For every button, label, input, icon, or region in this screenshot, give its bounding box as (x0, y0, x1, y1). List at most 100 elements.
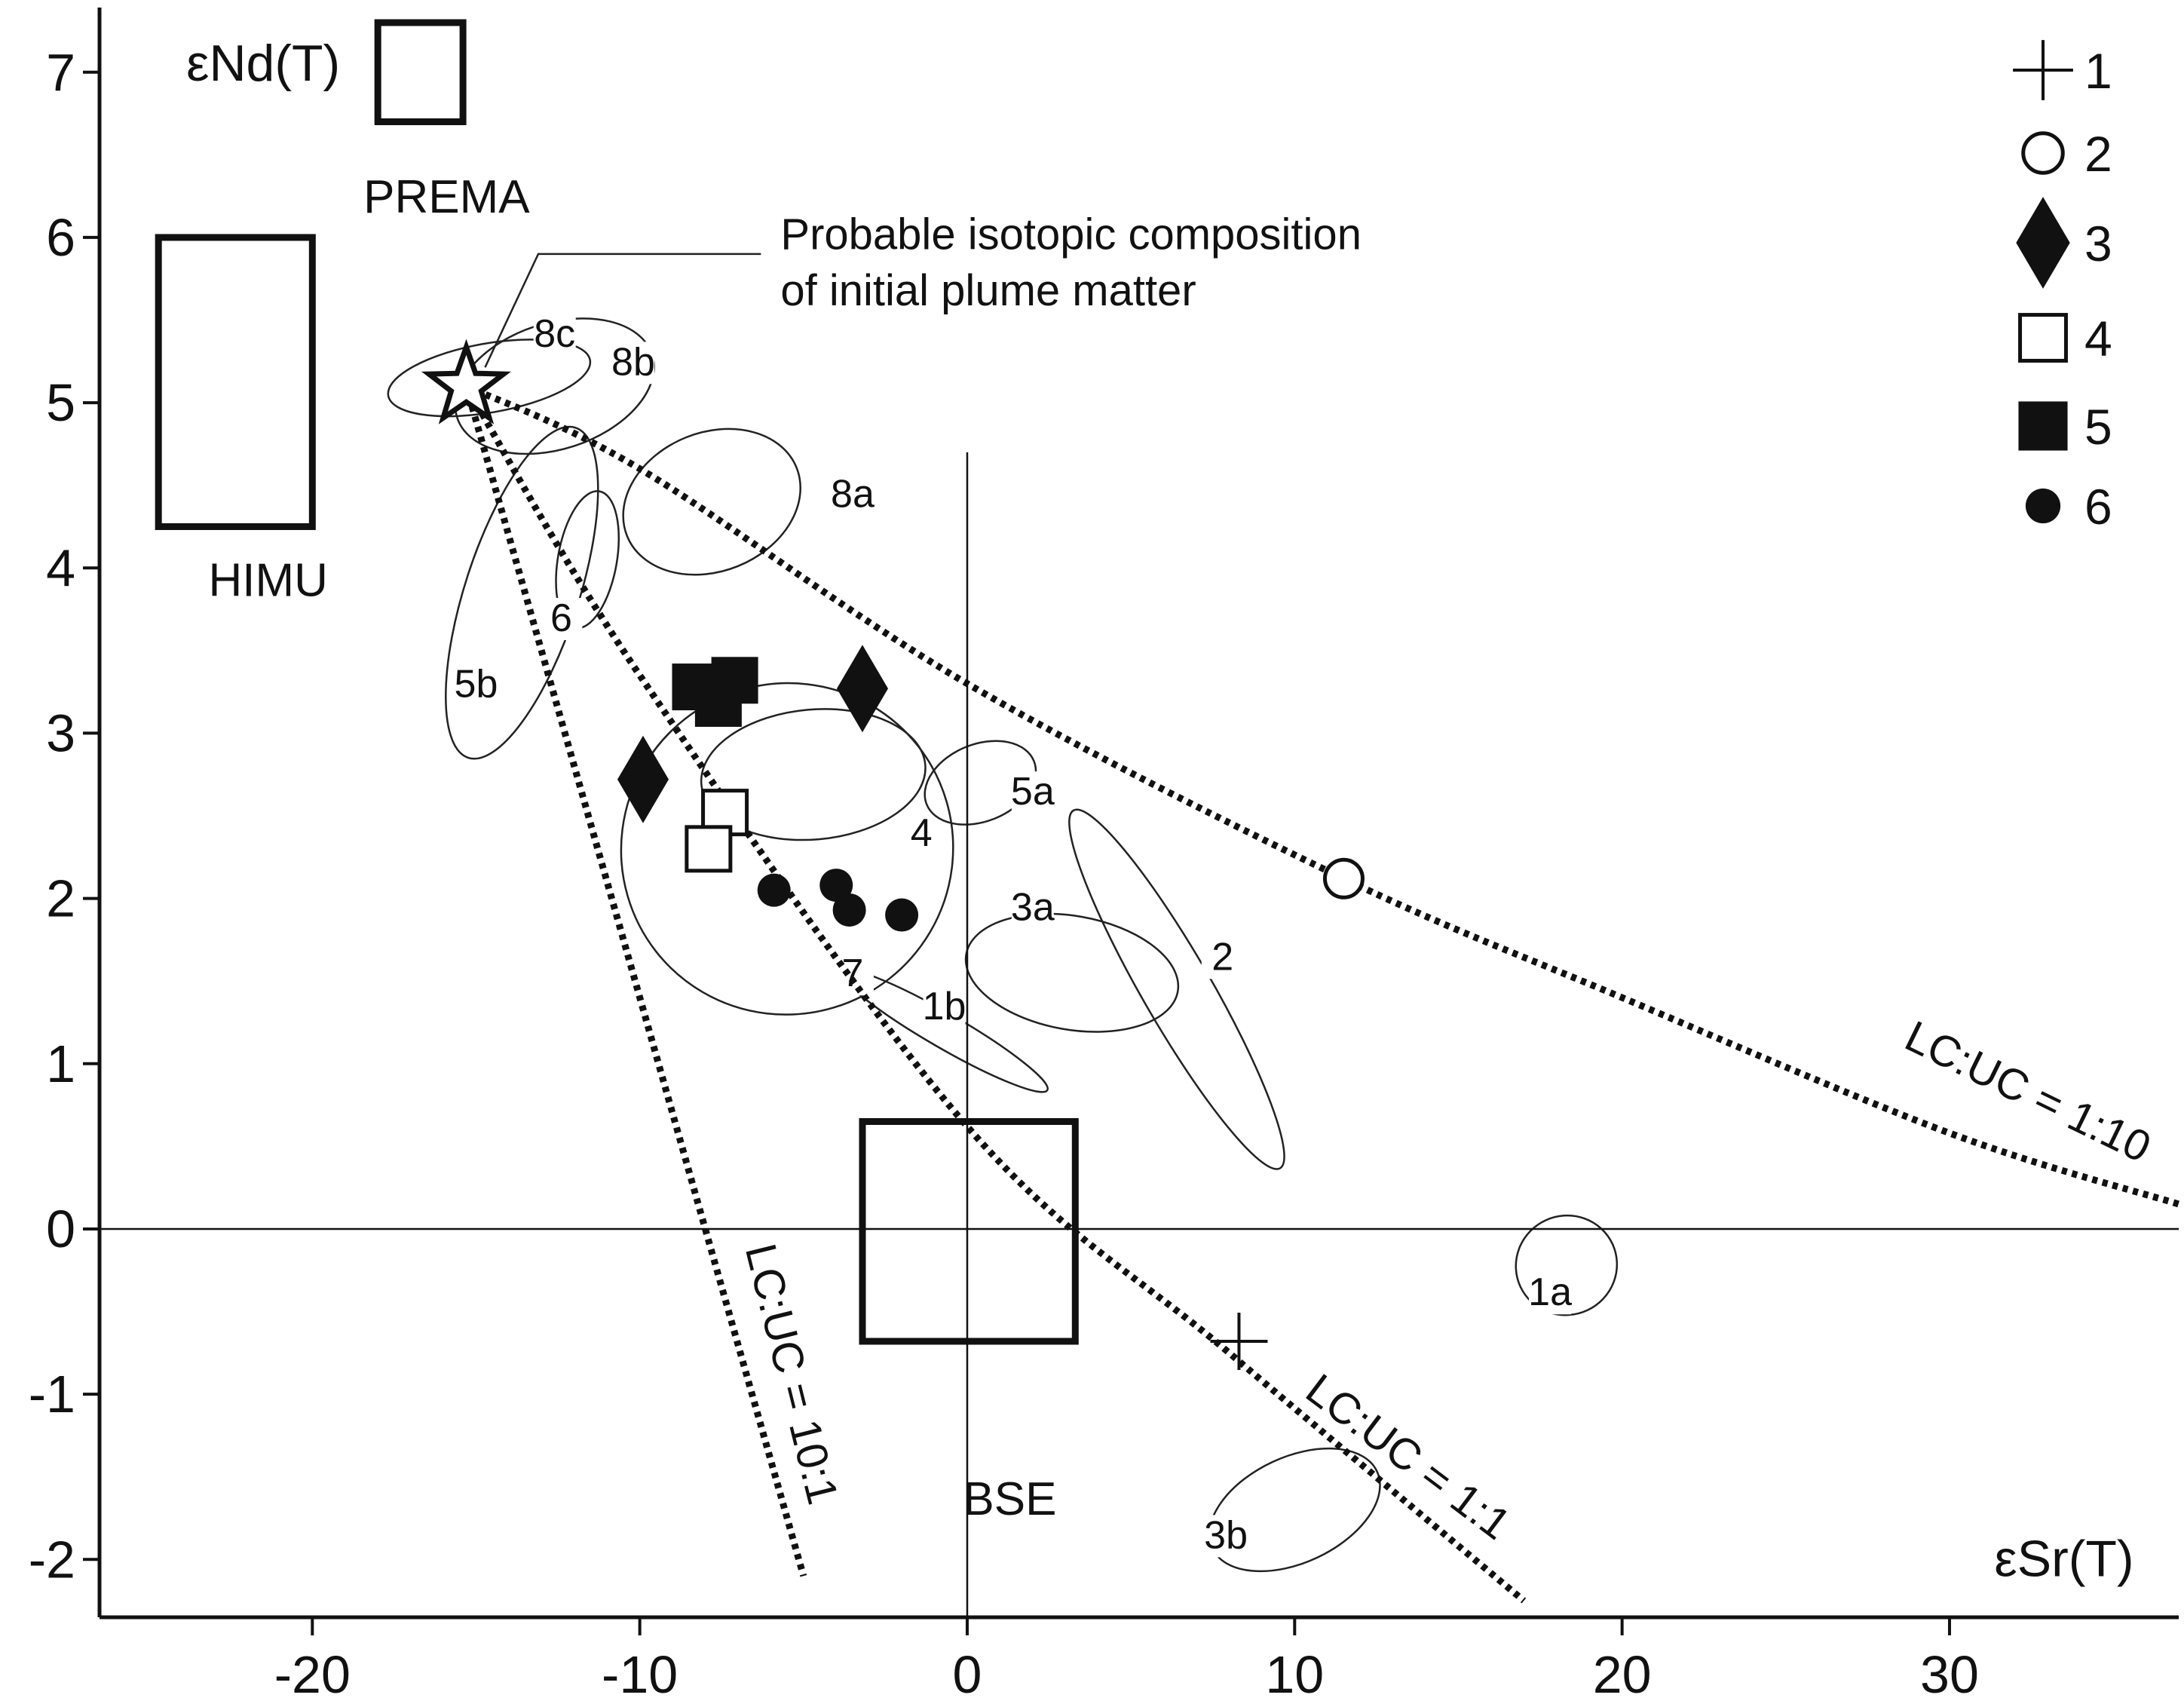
plume-annotation: Probable isotopic composition (780, 210, 1362, 259)
mixing-line-label: LC:UC = 1:10 (1898, 1011, 2158, 1172)
data-point-series-6 (885, 898, 919, 932)
field-outline-8a (622, 428, 801, 576)
y-tick-label: 4 (46, 538, 75, 597)
y-tick-label: 3 (46, 703, 75, 762)
legend-marker (2016, 197, 2070, 289)
legend-marker (2018, 313, 2068, 363)
annotation-leader-line (484, 253, 761, 368)
field-label-bg (1011, 887, 1054, 930)
legend-item: 2 (2021, 126, 2112, 182)
data-point-series-2 (1322, 857, 1365, 899)
reference-box-prema (374, 19, 467, 126)
field-outline-5a (924, 740, 1037, 826)
legend-label: 6 (2084, 479, 2112, 535)
field-label: 3a (1011, 886, 1055, 930)
y-tick-label: -2 (29, 1530, 75, 1589)
mixing-line-1 (464, 383, 2180, 1208)
reference-box-bse (859, 1117, 1079, 1345)
field-label: 1b (923, 985, 966, 1028)
field-label-bg (1011, 771, 1054, 814)
field-label: 6 (550, 596, 572, 640)
legend-marker (2013, 40, 2073, 100)
x-tick-label: 10 (1265, 1645, 1324, 1704)
reference-box-label: PREMA (363, 171, 530, 223)
reference-box-label: BSE (963, 1473, 1056, 1525)
x-tick-label: 30 (1920, 1645, 1979, 1704)
field-label-bg (923, 986, 966, 1029)
y-tick-label: 7 (46, 43, 75, 102)
field-outline-2 (1068, 808, 1285, 1170)
data-point-series-5 (694, 679, 742, 727)
legend-marker (2021, 131, 2065, 175)
y-tick-label: 2 (46, 869, 75, 928)
field-label-bg (611, 342, 654, 385)
x-tick-label: -10 (602, 1645, 678, 1704)
field-label-bg (1205, 1515, 1248, 1558)
field-label: 3b (1204, 1513, 1248, 1557)
legend-item: 6 (2025, 479, 2112, 535)
data-point-series-6 (757, 873, 791, 907)
legend-marker (2018, 401, 2068, 451)
field-outline-8c (387, 339, 592, 418)
field-label-bg (1201, 936, 1244, 979)
x-tick-label: 0 (953, 1645, 982, 1704)
plume-annotation: of initial plume matter (780, 266, 1196, 315)
data-point-series-6 (832, 893, 866, 927)
legend-marker (2025, 488, 2061, 524)
reference-box-label: HIMU (208, 555, 327, 607)
field-label-bg (455, 663, 498, 706)
field-outline-4 (700, 708, 927, 841)
data-point-series-1 (1210, 1312, 1268, 1370)
legend-label: 5 (2084, 399, 2112, 455)
mixing-line-label: LC:UC = 1:1 (1297, 1365, 1519, 1549)
reference-layer: PREMA HIMU BSE (100, 19, 2179, 1617)
plume-star-marker (421, 339, 511, 424)
field-label-bg (540, 598, 583, 641)
y-tick-label: 5 (46, 373, 75, 432)
field-label: 8b (611, 340, 655, 384)
y-tick-label: -1 (29, 1365, 75, 1424)
field-outline-3a (964, 912, 1180, 1033)
field-label: 4 (911, 811, 933, 855)
legend-label: 3 (2084, 216, 2112, 271)
data-point-series-3 (617, 735, 669, 823)
legend-label: 4 (2084, 311, 2112, 366)
field-label: 1a (1528, 1270, 1572, 1314)
legend-item: 4 (2018, 311, 2112, 366)
data-points-layer (421, 339, 1365, 1370)
legend-item: 5 (2018, 399, 2112, 455)
x-axis-title: εSr(T) (1994, 1530, 2133, 1587)
x-tick-label: 20 (1593, 1645, 1652, 1704)
data-point-series-3 (836, 645, 888, 733)
field-label-bg (831, 473, 874, 516)
reference-box-himu (155, 234, 316, 530)
legend-label: 1 (2084, 43, 2112, 99)
y-tick-label: 1 (46, 1034, 75, 1093)
y-tick-label: 0 (46, 1200, 75, 1258)
legend-label: 2 (2084, 126, 2112, 182)
field-label-bg (831, 953, 874, 996)
field-label: 8c (534, 312, 575, 356)
mixing-line-2 (463, 384, 1527, 1604)
mixing-line-label: LC:UC = 10:1 (736, 1239, 847, 1509)
annotations-layer: Probable isotopic composition of initial … (484, 210, 1362, 368)
field-label-bg (533, 314, 576, 357)
data-point-series-6 (819, 869, 853, 903)
y-tick-label: 6 (46, 208, 75, 267)
data-point-series-4 (685, 825, 733, 873)
legend-item: 3 (2016, 197, 2112, 289)
legend-item: 1 (2013, 40, 2112, 100)
field-outline-7 (620, 682, 954, 1016)
field-label: 8a (831, 473, 875, 516)
legend: 1 2 3 4 5 6 (2013, 40, 2112, 535)
field-label-bg (900, 812, 943, 855)
field-label-bg (1529, 1272, 1572, 1315)
mixing-line-3 (463, 385, 807, 1577)
field-label: 5b (455, 663, 498, 706)
field-label: 2 (1211, 935, 1233, 979)
field-label: 5a (1011, 770, 1055, 814)
